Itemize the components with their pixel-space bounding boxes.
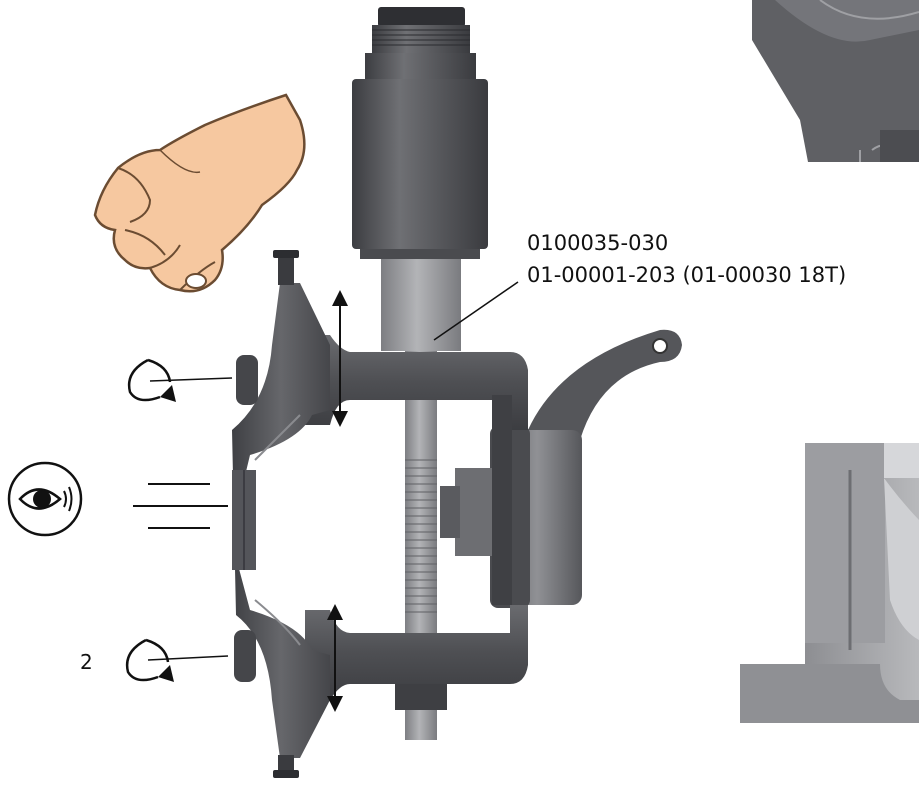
sight-lines [133,483,228,529]
hydraulic-cylinder [352,7,488,259]
lever-arm [528,329,682,440]
rotate-clockwise-icon [125,638,229,682]
rotate-clockwise-icon [127,358,233,402]
part-number-primary: 0100035-030 [527,231,669,255]
backing-plate [232,250,330,778]
center-shaft [381,259,461,740]
double-arrow-vertical-icon [327,604,343,712]
upper-puller-arm [305,335,528,605]
part-number-secondary: 01-00001-203 (01-00030 18T) [527,263,847,287]
part-leader-line [433,281,519,341]
inset-view-top [752,0,919,162]
hand-pressing-icon [93,93,306,293]
step-number: 2 [80,650,93,674]
lower-puller-arm [305,605,528,700]
double-arrow-vertical-icon [332,290,348,427]
inset-view-bottom [740,443,919,723]
eye-inspect-icon [7,461,83,537]
